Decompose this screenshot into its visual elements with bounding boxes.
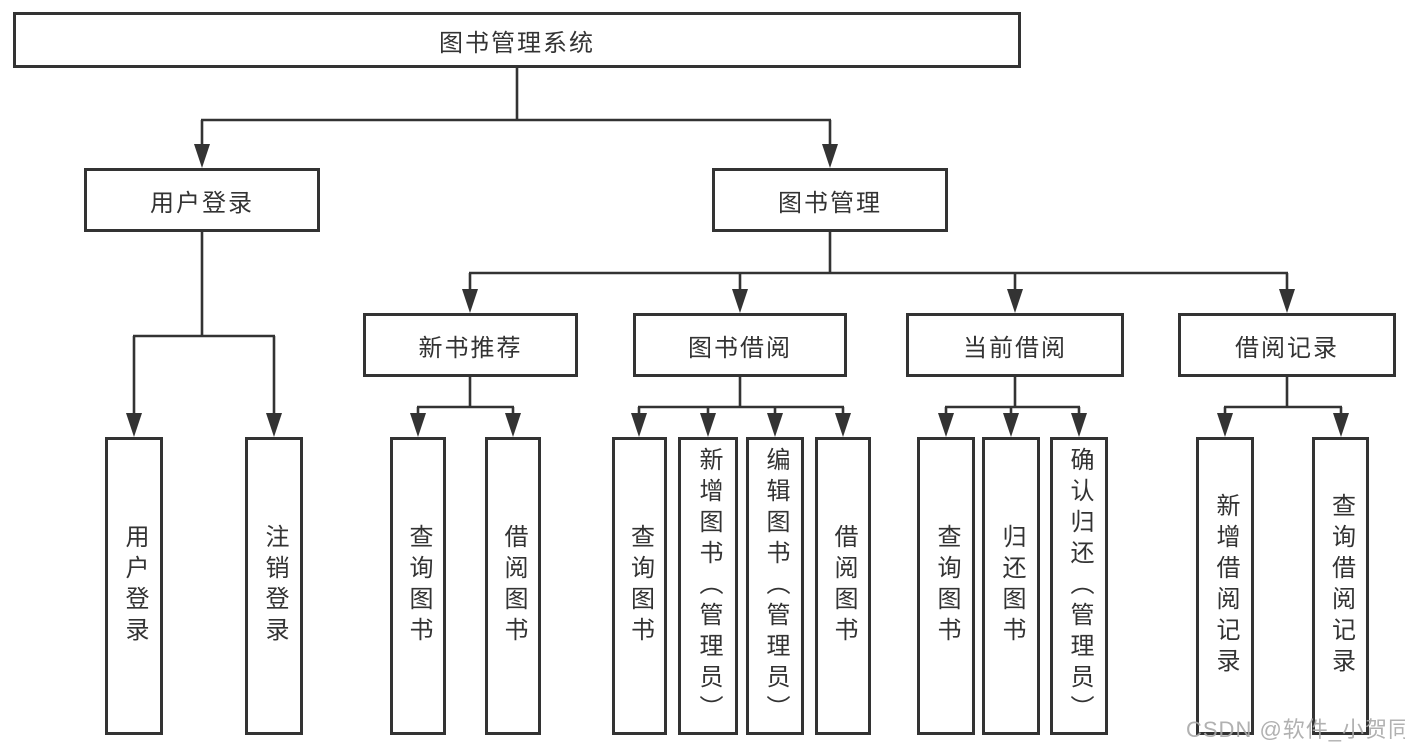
node-new-book-recommend: 新书推荐 bbox=[363, 313, 578, 377]
node-root: 图书管理系统 bbox=[13, 12, 1021, 68]
node-borrow-records-label: 借阅记录 bbox=[1235, 334, 1339, 362]
node-current-borrow: 当前借阅 bbox=[906, 313, 1124, 377]
node-borrow-records: 借阅记录 bbox=[1178, 313, 1396, 377]
node-current-query-book-label: 查询图书 bbox=[933, 524, 960, 648]
node-current-borrow-label: 当前借阅 bbox=[963, 334, 1067, 362]
node-recommend-borrow-book-label: 借阅图书 bbox=[500, 524, 527, 648]
node-logout-leaf: 注销登录 bbox=[245, 437, 303, 735]
node-records-add-record: 新增借阅记录 bbox=[1196, 437, 1254, 735]
node-user-login: 用户登录 bbox=[84, 168, 320, 232]
node-borrow-borrow-book: 借阅图书 bbox=[815, 437, 871, 735]
node-current-return-book-label: 归还图书 bbox=[998, 524, 1025, 648]
node-borrow-borrow-book-label: 借阅图书 bbox=[830, 524, 857, 648]
node-book-management-label: 图书管理 bbox=[778, 189, 882, 217]
node-login-leaf-label: 用户登录 bbox=[121, 524, 148, 648]
node-recommend-query-book-label: 查询图书 bbox=[405, 524, 432, 648]
node-logout-leaf-label: 注销登录 bbox=[261, 524, 288, 648]
node-current-confirm-return-admin-label: 确认归还（管理员） bbox=[1066, 446, 1093, 726]
node-borrow-edit-book-admin-label: 编辑图书（管理员） bbox=[762, 446, 789, 726]
node-new-book-recommend-label: 新书推荐 bbox=[418, 334, 523, 362]
node-borrow-query-book-label: 查询图书 bbox=[626, 524, 654, 648]
node-borrow-edit-book-admin: 编辑图书（管理员） bbox=[746, 437, 804, 735]
node-current-confirm-return-admin: 确认归还（管理员） bbox=[1050, 437, 1108, 735]
node-borrow-add-book-admin-label: 新增图书（管理员） bbox=[695, 446, 722, 726]
node-borrow-query-book: 查询图书 bbox=[612, 437, 667, 735]
node-records-query-record: 查询借阅记录 bbox=[1312, 437, 1369, 735]
node-records-add-record-label: 新增借阅记录 bbox=[1212, 493, 1239, 679]
csdn-watermark: CSDN @软件_小贺同学 bbox=[1186, 717, 1405, 742]
arrowhead-icons bbox=[126, 144, 1349, 437]
node-book-borrow: 图书借阅 bbox=[633, 313, 847, 377]
node-recommend-query-book: 查询图书 bbox=[390, 437, 446, 735]
node-recommend-borrow-book: 借阅图书 bbox=[485, 437, 541, 735]
node-book-management: 图书管理 bbox=[712, 168, 948, 232]
node-current-query-book: 查询图书 bbox=[917, 437, 975, 735]
node-book-borrow-label: 图书借阅 bbox=[688, 334, 792, 362]
node-current-return-book: 归还图书 bbox=[982, 437, 1040, 735]
node-login-leaf: 用户登录 bbox=[105, 437, 163, 735]
node-borrow-add-book-admin: 新增图书（管理员） bbox=[678, 437, 738, 735]
node-root-label: 图书管理系统 bbox=[439, 29, 595, 57]
node-records-query-record-label: 查询借阅记录 bbox=[1327, 493, 1355, 679]
node-user-login-label: 用户登录 bbox=[150, 189, 254, 217]
